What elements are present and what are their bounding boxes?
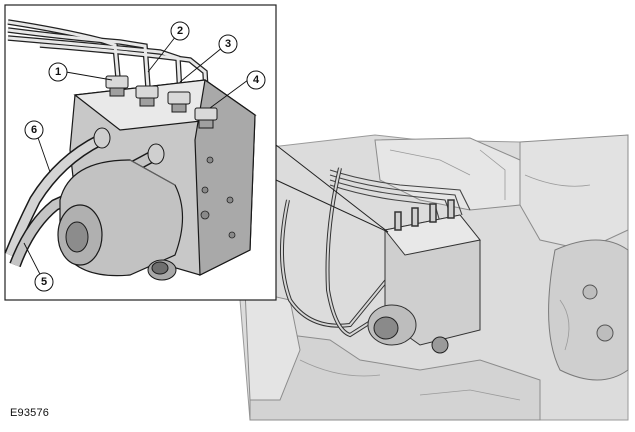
scene-strut-tower: [548, 239, 629, 381]
callout-1-label: 1: [55, 66, 61, 78]
callout-6: 6: [24, 120, 44, 140]
callout-4: 4: [246, 70, 266, 90]
pump-motor: [57, 159, 184, 277]
scene-hose-a-inner: [280, 199, 396, 327]
scene-hose-b-inner: [326, 167, 406, 337]
pipe-fittings: [105, 75, 218, 129]
scene-detail-lines: [299, 149, 591, 401]
inset-detail-view: 1 2 3 4 5 6: [4, 4, 277, 301]
vehicle-scene: [239, 134, 629, 421]
callout-5-label: 5: [41, 276, 47, 288]
callout-2-label: 2: [177, 25, 183, 37]
callout-1: 1: [48, 62, 68, 82]
scene-lower-frame: [249, 329, 541, 421]
callout-5: 5: [34, 272, 54, 292]
callout-6-label: 6: [31, 124, 37, 136]
scene-panel-right: [519, 134, 629, 251]
inset-brake-pipe-bundle: [7, 19, 210, 111]
mounting-bolt: [147, 259, 177, 281]
callout-3: 3: [218, 34, 238, 54]
callout-2: 2: [170, 21, 190, 41]
hose-end-fittings: [93, 127, 165, 165]
scene-lower-left: [244, 289, 301, 401]
figure-code: E93576: [10, 407, 50, 419]
callout-3-label: 3: [225, 38, 231, 50]
callout-4-label: 4: [253, 74, 260, 86]
scene-abs-unit: [367, 199, 481, 354]
scene-bolt-b: [596, 324, 614, 342]
callout-leaders: [23, 35, 249, 283]
scene-bolt-a: [582, 284, 598, 300]
inset-leader-lines: [275, 144, 389, 233]
